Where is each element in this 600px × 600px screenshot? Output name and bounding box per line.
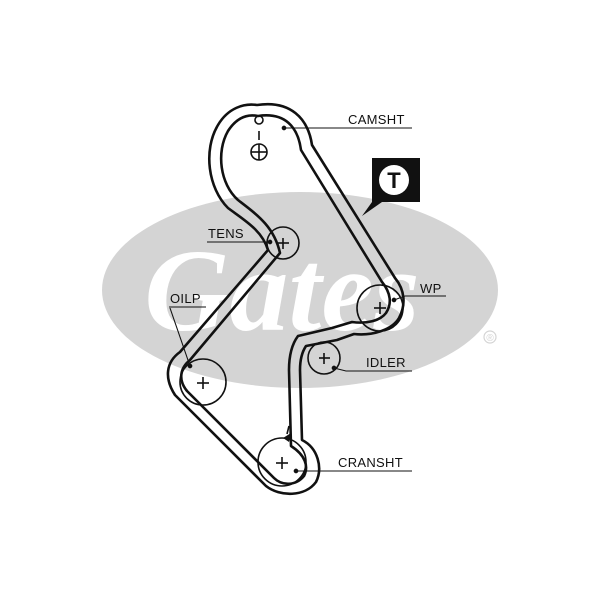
oil-pump-label: OILP [170,291,201,306]
crankshaft-pulley [257,425,307,487]
camshaft-pulley [250,115,268,161]
idler-pulley [307,341,341,375]
oil-pump-leader [169,307,191,367]
badge-circle [379,165,409,195]
tensioner-label: TENS [208,226,244,241]
water-pump-body [356,284,404,332]
badge-letter: T [387,168,401,193]
timing-belt [166,102,405,496]
tensioner-pulley [266,226,300,260]
belt-inner-edge [180,114,392,486]
crankshaft-leader-dot [293,468,299,474]
camshaft-timing-mark [254,115,264,125]
idler-label: IDLER [366,355,406,370]
tensioner-body [266,226,300,260]
crankshaft-body [257,437,307,487]
oil-pump-body [179,358,227,406]
registered-mark-circle [483,330,497,344]
leader-lines [169,125,446,474]
camshaft-label: CAMSHT [348,112,405,127]
water-pump-leader-dot [391,297,397,303]
belt-outer-edge [166,102,405,496]
water-pump-leader [393,295,446,301]
crankshaft-label: CRANSHT [338,455,403,470]
watermark-ellipse [102,192,498,388]
camshaft-leader-dot [281,125,287,131]
crankshaft-mark-line [286,425,290,435]
tensioner-leader-dot [267,239,273,245]
oil-pump-leader-dot [187,363,193,369]
idler-body [307,341,341,375]
idler-leader-dot [331,365,337,371]
water-pump-pulley [356,284,404,332]
tensioner-badge: T [362,158,420,216]
crankshaft-timing-mark-icon [283,433,291,442]
oil-pump-pulley [179,358,227,406]
idler-leader [333,367,412,372]
registered-mark: ® [486,333,494,344]
water-pump-label: WP [420,281,442,296]
